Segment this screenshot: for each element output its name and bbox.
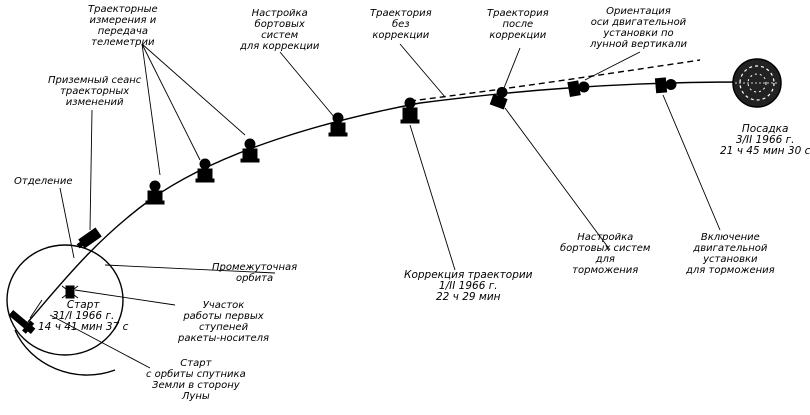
label-ground-session: Приземный сеанс траекторных изменений [48,75,142,108]
label-engine-axis-orientation: Ориентация оси двигательной установки по… [590,6,687,50]
label-trajectory-after-correction: Траектория после коррекции [487,8,549,41]
spacecraft-7 [567,80,590,98]
label-onboard-setup-braking: Настройка бортовых систем для торможения [560,232,651,276]
label-engine-on-braking: Включение двигательной установки для тор… [686,232,775,276]
intermediate-orbit-ellipse [6,244,124,356]
spacecraft-6 [489,86,508,110]
label-trajectory-correction: Коррекция траектории 1/II 1966 г. 22 ч 2… [404,269,533,303]
spacecraft-4 [328,112,348,137]
spacecraft-3 [240,138,260,163]
separation-module [76,227,102,249]
spacecraft-1 [145,180,165,205]
first-stage-debris [61,285,79,299]
label-landing: Посадка 3/II 1966 г. 21 ч 45 мин 30 с [720,123,810,157]
label-first-stages-section: Участок работы первых ступеней ракеты-но… [178,300,270,344]
uncorrected-trajectory [409,59,701,102]
spacecraft-5 [400,97,420,124]
label-onboard-setup-correction: Настройка бортовых систем для коррекции [240,8,320,52]
main-trajectory [27,81,746,323]
label-intermediate-orbit: Промежуточная орбита [212,262,298,284]
rocket-launch [8,309,36,335]
label-trajectory-measurements: Траекторные измерения и передача телемет… [88,4,158,48]
parking-orbit-arc [14,329,116,376]
label-launch: Старт 31/I 1966 г. 14 ч 41 мин 37 с [38,299,129,333]
spacecraft-figures [8,77,677,335]
spacecraft-2 [195,158,215,183]
label-start-from-orbit: Старт с орбиты спутника Земли в сторону … [146,358,246,402]
label-separation: Отделение [14,176,73,187]
spacecraft-8 [654,77,677,94]
moon [732,58,782,108]
label-trajectory-without-correction: Траектория без коррекции [370,8,432,41]
